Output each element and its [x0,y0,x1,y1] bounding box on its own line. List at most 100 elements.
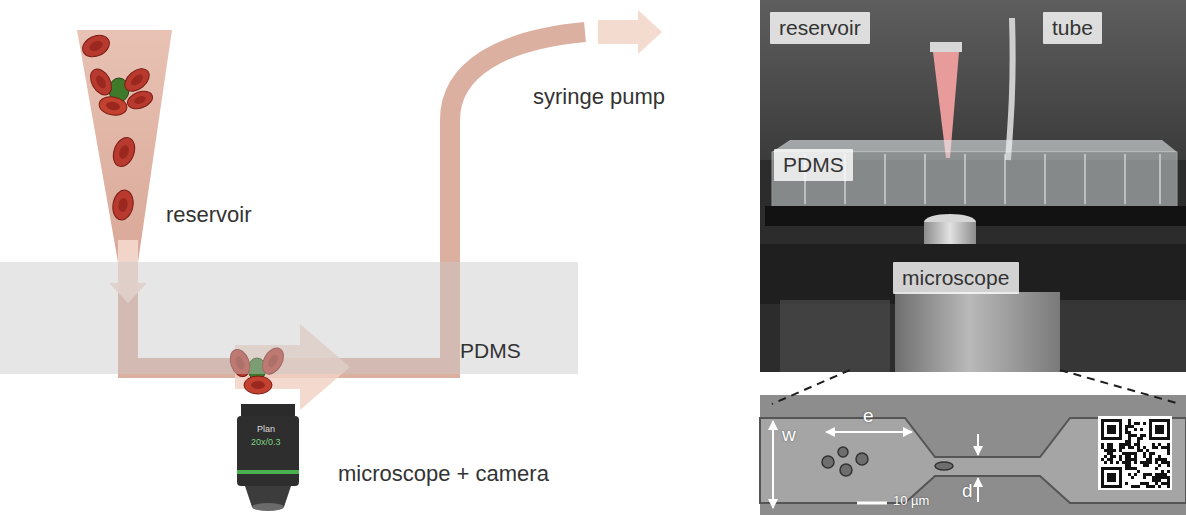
dimension-arrows-part [857,502,887,505]
qr-module [1167,449,1170,452]
qr-module [1155,446,1158,449]
qr-module [1167,431,1170,434]
qr-module [1167,476,1170,479]
setup-photo-part [760,0,1186,160]
qr-module [1146,485,1149,488]
qr-module [1107,467,1110,470]
qr-module [1134,428,1137,431]
qr-module [1149,458,1152,461]
qr-module [1104,437,1107,440]
qr-module [1101,485,1104,488]
red-blood-cells-part [111,188,136,221]
qr-module [1128,443,1131,446]
qr-module [1146,458,1149,461]
qr-module [1134,422,1137,425]
qr-module [1158,443,1161,446]
qr-module [1119,437,1122,440]
qr-module [1119,470,1122,473]
qr-module [1119,428,1122,431]
qr-module [1167,464,1170,467]
red-blood-cells-part-part [133,95,147,106]
qr-module [1137,443,1140,446]
qr-module [1167,437,1170,440]
red-blood-cells-part-part [251,381,265,389]
qr-module [1122,452,1125,455]
qr-module [1161,419,1164,422]
channel-micrograph-part-part [838,447,848,457]
qr-module [1161,473,1164,476]
qr-module [1125,425,1128,428]
qr-module [1167,422,1170,425]
channel-micrograph-part-part [856,453,868,465]
qr-module [1110,452,1113,455]
qr-module [1155,479,1158,482]
dimension-arrows-part [977,434,979,455]
qr-module [1143,482,1146,485]
qr-module [1113,449,1116,452]
setup-photo [760,0,1186,372]
qr-module [1101,422,1104,425]
photo-tag: microscope [893,262,1019,294]
setup-photo-part-part [884,154,886,204]
photo-label: reservoir [779,15,861,40]
objective-icon-part [241,404,295,417]
qr-module [1110,449,1113,452]
qr-module [1131,446,1134,449]
objective-marking: Plan [257,424,275,434]
qr-module [1128,431,1131,434]
qr-module [1137,437,1140,440]
qr-module [1155,425,1158,428]
qr-module [1110,446,1113,449]
qr-module [1155,482,1158,485]
qr-module [1110,458,1113,461]
qr-module [1158,464,1161,467]
qr-module [1164,461,1167,464]
qr-module [1125,431,1128,434]
red-blood-cells-part-part [129,72,145,87]
qr-module [1149,455,1152,458]
qr-module [1161,470,1164,473]
qr-module [1152,419,1155,422]
channel-micrograph-part [822,447,953,476]
qr-module [1113,485,1116,488]
qr-module [1125,482,1128,485]
qr-module [1107,485,1110,488]
qr-module [1110,443,1113,446]
qr-module [1140,449,1143,452]
qr-module [1134,461,1137,464]
qr-module [1143,461,1146,464]
qr-module [1158,428,1161,431]
qr-module [1119,485,1122,488]
red-blood-cells-part [244,376,272,394]
qr-module [1149,422,1152,425]
qr-module [1158,476,1161,479]
qr-module [1155,476,1158,479]
zoom-leader-part [772,370,850,404]
qr-code [1101,419,1170,488]
qr-module [1101,443,1104,446]
qr-module [1143,434,1146,437]
dimension-label: w [782,424,796,446]
qr-module [1164,458,1167,461]
qr-module [1104,419,1107,422]
qr-module [1128,422,1131,425]
qr-module [1119,482,1122,485]
qr-module [1155,428,1158,431]
setup-photo-part [1008,18,1013,160]
red-blood-cells-part-part [105,101,120,111]
part-label: microscope + camera [338,461,549,486]
qr-module [1149,473,1152,476]
qr-module [1164,482,1167,485]
channel-micrograph-part [1098,416,1172,490]
qr-module [1119,479,1122,482]
qr-module [1110,428,1113,431]
qr-module [1125,443,1128,446]
qr-module [1167,479,1170,482]
qr-module [1128,473,1131,476]
qr-module [1158,425,1161,428]
red-blood-cells-part [79,31,113,61]
qr-module [1125,467,1128,470]
qr-module [1107,446,1110,449]
setup-photo-part-part [1159,154,1161,204]
